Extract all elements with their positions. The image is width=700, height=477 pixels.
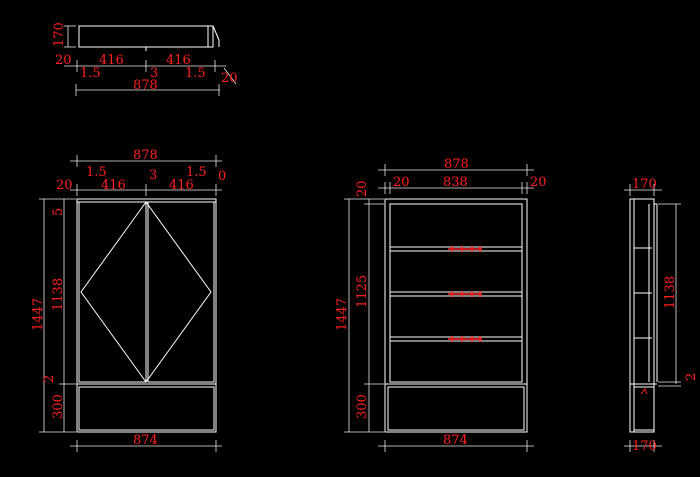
top-view-left-offset: 20 (55, 53, 72, 68)
interior-view-overall-width: 878 (444, 157, 469, 172)
side-view-depth-bottom: 170 (632, 439, 657, 454)
top-view-depth-label: 170 (52, 22, 67, 47)
front-view-bottom-width: 874 (133, 433, 158, 448)
front-view-mid-gap: 2 (42, 375, 57, 383)
front-view-door-height: 1138 (51, 278, 66, 311)
top-view-door-swing (212, 25, 220, 41)
front-view-right-offset: 0 (218, 169, 226, 184)
front-view-left-offset: 20 (56, 178, 73, 193)
interior-view-left-side: 20 (393, 175, 410, 190)
interior-view-shelf-hardware (448, 246, 482, 342)
interior-view-cabinet-outline (384, 198, 528, 433)
top-view-door-right: 416 (166, 53, 191, 68)
interior-view-top-thickness: 20 (355, 180, 370, 197)
side-view-mid-gap: 2 (684, 373, 699, 381)
front-view-height-total: 1447 (31, 298, 46, 331)
top-view-gap-right: 1.5 (185, 66, 206, 81)
top-view-overall-width: 878 (133, 78, 158, 93)
interior-view-inner-width: 838 (443, 175, 468, 190)
top-view-gap-left: 1.5 (80, 66, 101, 81)
interior-view-dimension-lines (344, 164, 534, 452)
front-view-door-right: 416 (169, 178, 194, 193)
front-view-base-drawer (78, 386, 215, 431)
side-view-cabinet-outline (629, 198, 655, 433)
front-view-door-right (147, 201, 215, 383)
front-view-cabinet-outline (76, 198, 217, 433)
interior-view-bottom-width: 874 (443, 433, 468, 448)
front-view-base-height: 300 (51, 394, 66, 419)
interior-view-shelf-zone-height: 1125 (355, 275, 370, 308)
interior-view: 878 20 838 20 20 1447 1125 300 874 (335, 157, 547, 452)
side-view: 170 1138 2 170 (624, 177, 699, 454)
side-view-base-drawer (633, 386, 655, 431)
interior-view-base-drawer (387, 386, 525, 431)
front-view-door-left: 416 (101, 178, 126, 193)
side-view-depth-top: 170 (632, 177, 657, 192)
interior-view-right-side: 20 (530, 175, 547, 190)
front-view-gap-center: 3 (149, 168, 157, 183)
interior-view-shelf-cavity (389, 203, 523, 383)
top-view-right-offset: 20 (221, 71, 238, 86)
top-view-dimension-lines (64, 25, 237, 96)
top-view: 170 20 416 416 20 1.5 3 1.5 878 (52, 22, 238, 96)
interior-view-base-height: 300 (355, 394, 370, 419)
top-view-door-left: 416 (99, 53, 124, 68)
side-view-handle (640, 388, 648, 395)
front-view-gap-left: 1.5 (86, 165, 107, 180)
interior-view-height-total: 1447 (335, 298, 350, 331)
front-view: 878 1.5 3 1.5 20 416 416 0 1447 5 1138 2… (31, 148, 226, 452)
front-view-gap-right: 1.5 (186, 165, 207, 180)
top-view-gap-center: 3 (150, 66, 158, 81)
front-view-dimension-lines (39, 155, 222, 452)
front-view-overall-width: 878 (133, 148, 158, 163)
side-view-upper-height: 1138 (663, 276, 678, 309)
front-view-top-gap: 5 (51, 208, 66, 216)
side-view-dimension-lines (624, 184, 681, 452)
